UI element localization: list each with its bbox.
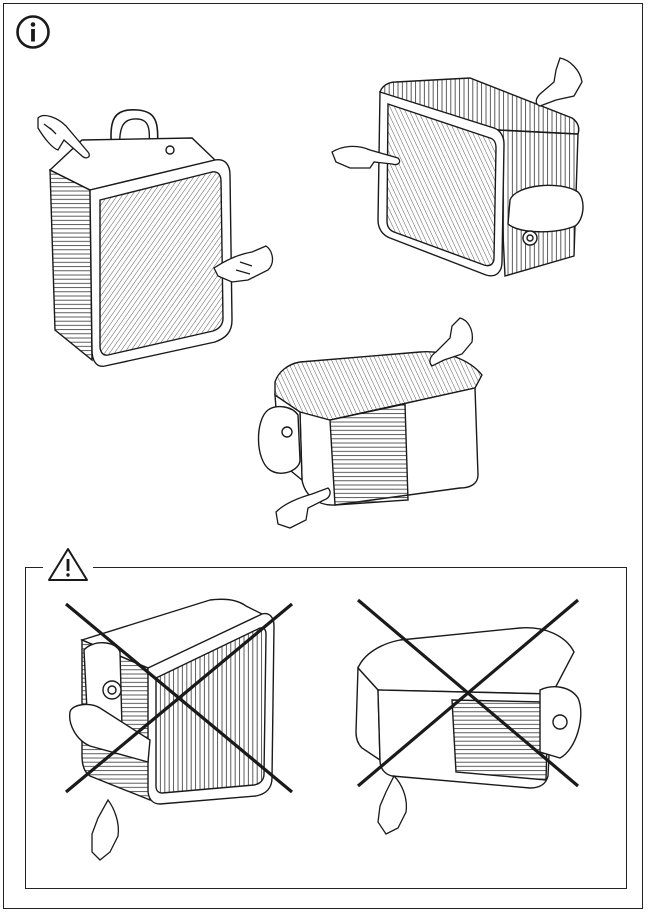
page-frame <box>3 3 643 909</box>
pointing-hand-icon <box>429 317 474 367</box>
pointing-hand-icon <box>331 145 401 169</box>
pointing-hand-icon <box>535 57 583 107</box>
info-icon <box>15 14 51 50</box>
pointing-hand-icon <box>213 245 274 283</box>
cross-mark-icon <box>64 602 294 794</box>
speaker-side-wrong-illustration <box>64 598 294 861</box>
pointing-hand-icon <box>91 798 120 861</box>
pointing-hand-icon <box>377 774 408 835</box>
warning-section-frame <box>25 567 627 889</box>
speaker-vertical-illustration <box>37 108 274 367</box>
speaker-horizontal-illustration <box>257 317 483 529</box>
pointing-hand-icon <box>37 114 90 159</box>
speaker-flat-wrong-illustration <box>355 598 582 835</box>
warning-triangle-icon <box>43 544 93 584</box>
cross-mark-icon <box>356 598 580 788</box>
speaker-tilted-illustration <box>331 57 584 277</box>
pointing-hand-icon <box>275 487 331 529</box>
